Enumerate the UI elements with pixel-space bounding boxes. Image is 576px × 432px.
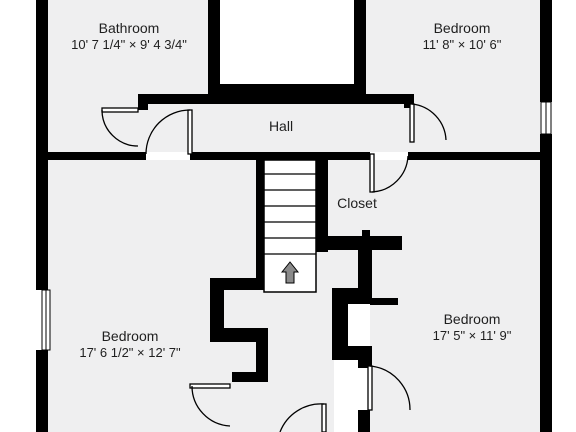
room-label-hall: Hall xyxy=(269,118,293,134)
door-closet xyxy=(369,153,409,193)
room-dimensions-bedroom-top-right: 11' 8" × 10' 6" xyxy=(423,37,502,52)
wall xyxy=(138,94,148,110)
corridor-floor xyxy=(224,290,334,432)
wall xyxy=(36,0,48,290)
wall xyxy=(358,410,370,432)
wall xyxy=(256,156,264,280)
wall xyxy=(408,152,540,160)
wall xyxy=(358,352,372,368)
door-corridor-bottom xyxy=(279,403,327,432)
wall xyxy=(190,152,370,160)
windows xyxy=(41,101,552,351)
room-label-bathroom: Bathroom xyxy=(99,20,160,36)
wall xyxy=(210,278,224,342)
stairs xyxy=(263,159,317,293)
wall xyxy=(370,298,398,305)
room-dimensions-bathroom: 10' 7 1/4" × 9' 4 3/4" xyxy=(71,37,187,52)
door-bedroom-left-lower xyxy=(189,383,231,427)
wall xyxy=(362,230,370,240)
wall xyxy=(404,94,414,108)
door-bathroom xyxy=(101,107,139,147)
walls xyxy=(36,0,552,432)
wall xyxy=(332,300,348,346)
room-dimensions-bedroom-right: 17' 5" × 11' 9" xyxy=(433,328,512,343)
wall xyxy=(36,350,48,432)
doors xyxy=(101,103,447,432)
door-bedroom-top-right xyxy=(409,103,447,143)
room-label-bedroom-left: Bedroom xyxy=(102,328,159,344)
wall xyxy=(256,330,268,380)
room-dimensions-bedroom-left: 17' 6 1/2" × 12' 7" xyxy=(79,345,181,360)
wall xyxy=(48,152,146,160)
wall xyxy=(232,372,268,382)
up-arrow-icon xyxy=(280,261,300,284)
room-label-closet: Closet xyxy=(337,195,377,211)
wall xyxy=(540,134,552,432)
wall xyxy=(358,248,372,298)
wall xyxy=(354,0,366,92)
wall xyxy=(316,156,328,252)
wall xyxy=(208,84,366,96)
floors xyxy=(48,0,540,432)
room-label-bedroom-top-right: Bedroom xyxy=(434,20,491,36)
wall xyxy=(210,278,268,290)
door-bedroom-right xyxy=(367,365,411,411)
wall xyxy=(208,0,220,92)
door-bedroom-left xyxy=(145,109,193,155)
labels: Bathroom 10' 7 1/4" × 9' 4 3/4" Bedroom … xyxy=(71,20,512,360)
landing-floor xyxy=(314,250,358,290)
wall xyxy=(540,0,552,102)
wall xyxy=(138,94,414,104)
bedroom-right-floor xyxy=(370,160,540,432)
wall xyxy=(328,236,402,250)
room-label-bedroom-right: Bedroom xyxy=(444,311,501,327)
